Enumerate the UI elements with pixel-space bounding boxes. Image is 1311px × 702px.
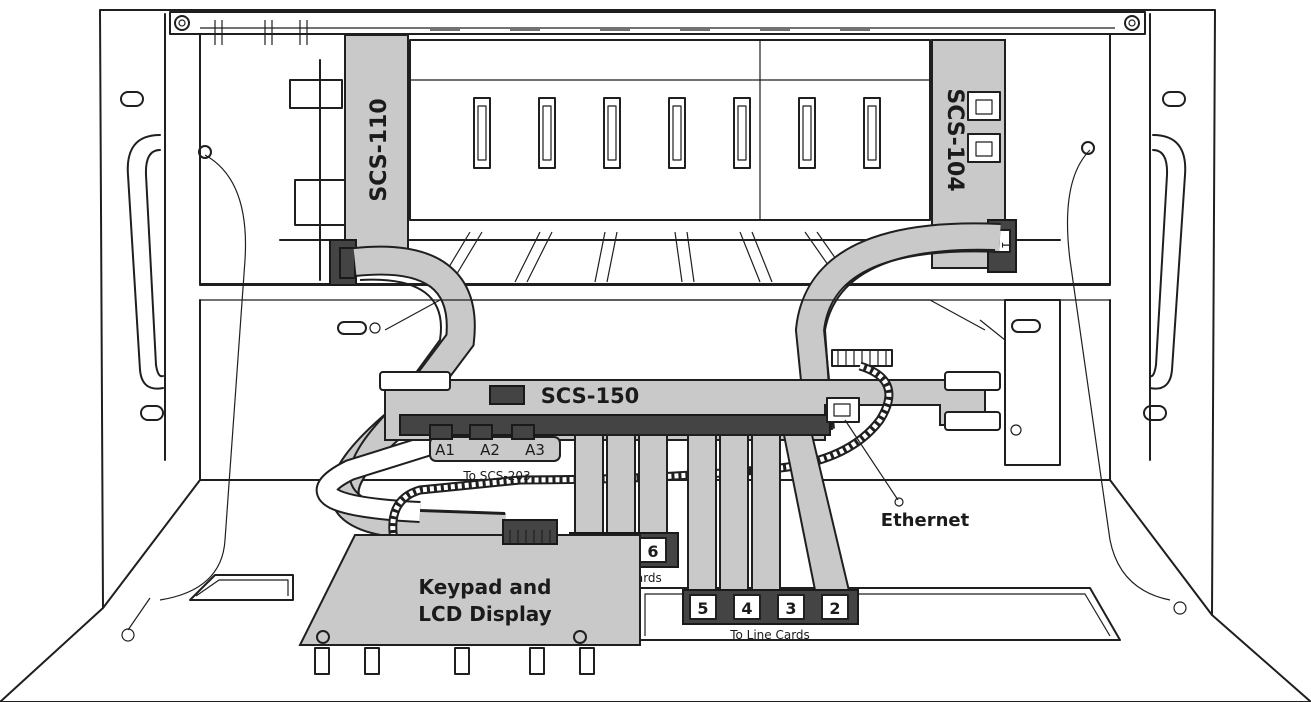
ground-wires [121, 141, 1187, 642]
keypad-label-line1: Keypad and [419, 575, 552, 599]
scs-104-label: SCS-104 [942, 88, 967, 191]
line-card-6-label: 6 [647, 542, 658, 561]
card-clips [214, 20, 870, 45]
line-card-4-label: 4 [741, 599, 752, 618]
keypad-label-line2: LCD Display [418, 602, 551, 626]
port-a3-label: A3 [525, 441, 545, 459]
chassis-frame [0, 9, 1311, 702]
scs-104-card: SCS-104 1 [931, 39, 1017, 273]
line-card-2-label: 2 [829, 599, 840, 618]
line-card-3-label: 3 [785, 599, 796, 618]
connector-number: 1 [999, 241, 1013, 249]
keypad-lcd-board: Keypad and LCD Display [298, 519, 641, 675]
line-card-ribbons-2-5: 5 4 3 2 To Line Cards [682, 434, 859, 642]
line-cards-caption-right: To Line Cards [729, 628, 810, 642]
port-a1-label: A1 [435, 441, 455, 459]
scs-150-label: SCS-150 [541, 384, 640, 408]
ethernet-callout: Ethernet [844, 419, 970, 531]
scs-203-ports: A1 A2 A3 To SCS-203 [429, 424, 561, 483]
scs-110-label: SCS-110 [367, 98, 392, 201]
scs-110-card: SCS-110 [329, 34, 409, 286]
line-card-5-label: 5 [697, 599, 708, 618]
backplane-connectors [473, 97, 881, 169]
ribbon-cables [315, 222, 1001, 543]
ethernet-label: Ethernet [881, 510, 970, 531]
port-a2-label: A2 [480, 441, 500, 459]
scs-203-caption: To SCS-203 [462, 469, 530, 483]
